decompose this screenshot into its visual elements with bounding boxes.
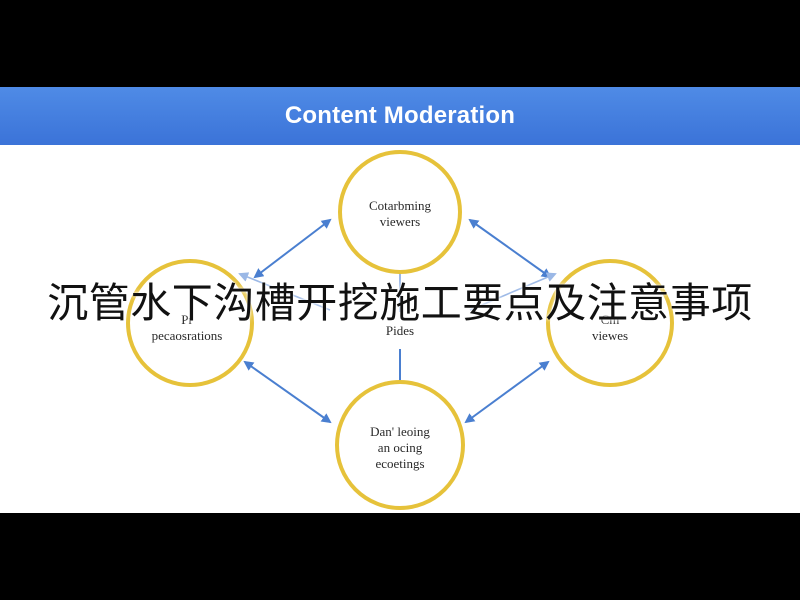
- arrow-center-left: [238, 272, 331, 311]
- node-center-line-1: Pides: [385, 323, 415, 338]
- node-bottom-label: Dan' leoing an ocing ecoetings: [345, 424, 455, 472]
- node-left-line-2: pecaosrations: [151, 328, 223, 343]
- node-bottom: [335, 380, 465, 510]
- node-top-line-2: viewers: [379, 214, 421, 229]
- node-bottom-line-2: an ocing: [377, 440, 423, 455]
- node-right: [546, 259, 674, 387]
- node-right-line-1: Cm: [600, 312, 620, 327]
- node-bottom-line-3: ecoetings: [375, 456, 425, 471]
- arrow-left-bottom: [243, 360, 332, 424]
- diagram-title: Content Moderation: [284, 102, 516, 129]
- node-center-label: Pides: [345, 323, 455, 339]
- node-top-label: Cotarbming viewers: [345, 198, 455, 230]
- node-bottom-line-1: Dan' leoing: [370, 424, 430, 439]
- arrow-top-right: [468, 218, 552, 279]
- node-left-line-1: Pr: [181, 312, 193, 327]
- node-right-line-2: viewes: [591, 328, 629, 343]
- arrow-center-right: [469, 272, 557, 311]
- node-right-label: Cm viewes: [555, 312, 665, 344]
- node-top-line-1: Cotarbming: [368, 198, 432, 213]
- node-left-label: Pr pecaosrations: [132, 312, 242, 344]
- arrow-top-left: [253, 218, 332, 279]
- arrow-right-bottom: [464, 360, 550, 424]
- diagram-frame: Content Moderation Cotarbming: [0, 87, 800, 513]
- node-top: [338, 150, 462, 274]
- diagram-canvas: [126, 150, 674, 510]
- title-band: Content Moderation: [0, 87, 800, 145]
- node-left: [126, 259, 254, 387]
- overlay-caption: 沉管水下沟槽开挖施工要点及注意事项: [47, 279, 753, 327]
